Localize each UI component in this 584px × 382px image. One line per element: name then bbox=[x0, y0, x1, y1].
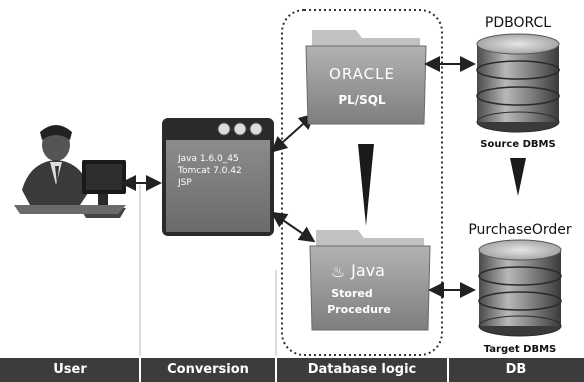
oracle-folder-label: PL/SQL bbox=[338, 93, 386, 107]
target-database-icon bbox=[478, 239, 562, 337]
window-button-icon bbox=[249, 122, 263, 136]
footer-label-database-logic: Database logic bbox=[307, 362, 417, 377]
source-to-target-flow-icon bbox=[510, 158, 526, 196]
footer-label-conversion: Conversion bbox=[167, 362, 249, 377]
oracle-to-java-flow-icon bbox=[358, 144, 374, 226]
conversion-line: JSP bbox=[177, 178, 192, 188]
footer-bar bbox=[0, 358, 584, 382]
user-figure bbox=[14, 125, 126, 218]
arrow-conversion-java bbox=[270, 211, 316, 243]
source-db-name: PDBORCL bbox=[485, 15, 551, 31]
arrow-conversion-oracle bbox=[271, 113, 315, 153]
conversion-window: Java 1.6.0_45 Tomcat 7.0.42 JSP bbox=[162, 118, 274, 236]
conversion-line: Tomcat 7.0.42 bbox=[177, 166, 242, 176]
oracle-plsql-folder bbox=[305, 30, 427, 125]
window-button-icon bbox=[233, 122, 247, 136]
java-logo: Java bbox=[350, 261, 385, 280]
source-database-icon bbox=[476, 33, 560, 133]
java-stored-procedure-folder bbox=[309, 230, 431, 331]
window-button-icon bbox=[217, 122, 231, 136]
source-db-caption: Source DBMS bbox=[480, 139, 555, 150]
conversion-line: Java 1.6.0_45 bbox=[177, 154, 239, 164]
java-cup-icon: ♨ bbox=[331, 262, 345, 281]
java-folder-label: Stored bbox=[331, 287, 373, 300]
target-db-name: PurchaseOrder bbox=[468, 222, 572, 238]
footer-label-user: User bbox=[53, 362, 87, 377]
database-logic-boundary bbox=[281, 9, 443, 356]
oracle-logo: ORACLE bbox=[329, 65, 395, 83]
java-folder-label: Procedure bbox=[327, 303, 391, 316]
footer-label-db: DB bbox=[505, 362, 527, 377]
target-db-caption: Target DBMS bbox=[484, 344, 557, 355]
